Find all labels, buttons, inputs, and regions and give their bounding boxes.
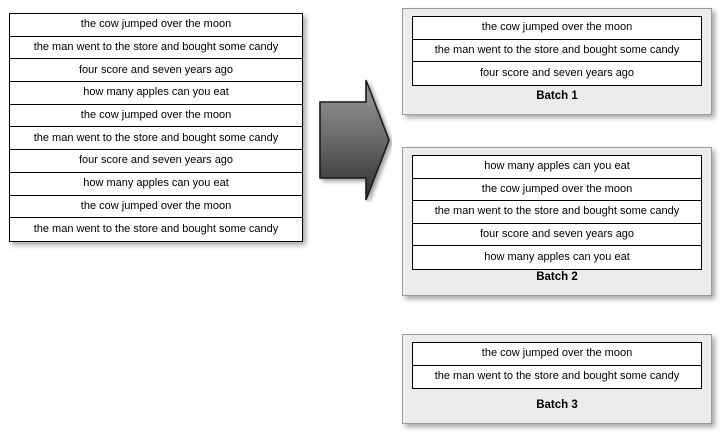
list-item: the man went to the store and bought som… (10, 127, 302, 151)
right-block-arrow-icon (316, 78, 392, 202)
batch-panel-1: the cow jumped over the moon the man wen… (402, 8, 712, 115)
list-item: how many apples can you eat (10, 82, 302, 105)
batch-3-sentence-table: the cow jumped over the moon the man wen… (412, 342, 702, 389)
list-item: four score and seven years ago (413, 224, 701, 246)
source-sentence-list: the cow jumped over the moon the man wen… (9, 13, 303, 242)
list-item: the cow jumped over the moon (10, 14, 302, 37)
list-item: how many apples can you eat (484, 250, 630, 263)
batch-label: Batch 1 (536, 89, 578, 102)
list-item: the cow jumped over the moon (10, 105, 302, 128)
batch-panel-3: the cow jumped over the moon the man wen… (402, 334, 712, 424)
batch-label: Batch 3 (536, 398, 578, 411)
list-item: four score and seven years ago (10, 59, 302, 83)
list-item: the man went to the store and bought som… (434, 370, 680, 383)
list-item: the man went to the store and bought som… (413, 201, 701, 224)
list-item: the man went to the store and bought som… (413, 40, 701, 62)
list-item: the cow jumped over the moon (10, 196, 302, 219)
list-item: four score and seven years ago (10, 150, 302, 173)
list-item: the cow jumped over the moon (413, 179, 701, 201)
batch-2-sentence-table: how many apples can you eat the cow jump… (412, 155, 702, 270)
list-item: the cow jumped over the moon (413, 17, 701, 40)
batch-panel-2: how many apples can you eat the cow jump… (402, 147, 712, 296)
batch-1-sentence-table: the cow jumped over the moon the man wen… (412, 16, 702, 86)
list-item: the man went to the store and bought som… (10, 37, 302, 60)
list-item: the cow jumped over the moon (413, 343, 701, 366)
list-item: the man went to the store and bought som… (33, 223, 279, 236)
batch-label: Batch 2 (536, 270, 578, 283)
list-item: four score and seven years ago (479, 66, 635, 79)
list-item: how many apples can you eat (10, 173, 302, 196)
list-item: how many apples can you eat (413, 156, 701, 179)
